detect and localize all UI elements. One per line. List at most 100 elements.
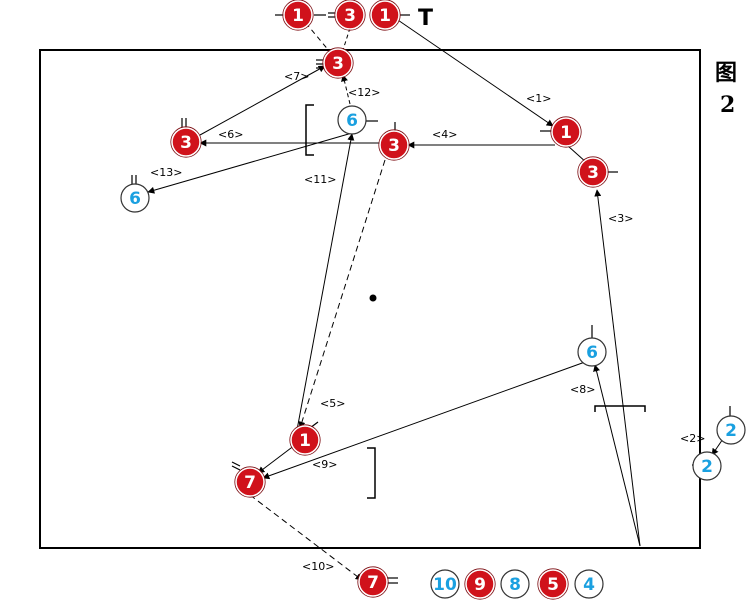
player-number: 5 [547, 575, 559, 595]
player-7-low[interactable]: 7 [234, 466, 266, 498]
step-label-8: <8> [570, 383, 595, 396]
bracket-left [305, 104, 314, 156]
center-spot [369, 294, 377, 302]
player-number: 4 [583, 575, 595, 595]
player-token-ring [537, 568, 569, 600]
player-token-circle [235, 467, 265, 497]
player-number: 3 [332, 54, 344, 74]
player-number: 6 [346, 111, 358, 131]
player-3-left[interactable]: 3 [170, 126, 202, 158]
player-3-right[interactable]: 3 [577, 156, 609, 188]
bench-player-8[interactable]: 8 [500, 569, 530, 599]
player-1-low[interactable]: 1 [289, 424, 321, 456]
player-3-a[interactable]: 3 [322, 47, 354, 79]
bracket-flat [594, 405, 646, 412]
player-3-top[interactable]: 3 [334, 0, 366, 31]
bench-player-9[interactable]: 9 [464, 568, 496, 600]
player-number: 7 [367, 573, 379, 593]
player-token-circle [716, 415, 746, 445]
player-ticks [131, 12, 731, 584]
player-number: 1 [292, 6, 304, 26]
player-6-blue-top[interactable]: 6 [337, 105, 367, 135]
player-number: 9 [474, 575, 486, 595]
player-token-ring [550, 116, 582, 148]
player-token-circle [578, 157, 608, 187]
move-5 [298, 159, 386, 429]
player-token-circle [538, 569, 568, 599]
player-token-circle [551, 117, 581, 147]
player-7-bottom[interactable]: 7 [357, 566, 389, 598]
player-token-ring [369, 0, 401, 31]
move-9 [262, 361, 586, 480]
player-number: 3 [344, 6, 356, 26]
move-8 [593, 364, 641, 547]
player-number: 3 [388, 136, 400, 156]
player-token-circle [283, 0, 313, 30]
move-1 [391, 15, 554, 127]
player-number: 3 [180, 133, 192, 153]
player-token-circle [290, 425, 320, 455]
player-token-circle [430, 569, 460, 599]
step-label-7: <7> [284, 70, 309, 83]
move-1-7 [257, 444, 296, 474]
player-token-ring [322, 47, 354, 79]
move-top-dashed-b [342, 27, 351, 51]
player-number: 6 [586, 343, 598, 363]
bench-player-10[interactable]: 10 [430, 569, 460, 599]
bench-player-5[interactable]: 5 [537, 568, 569, 600]
player-token-circle [370, 0, 400, 30]
player-token-ring [289, 424, 321, 456]
player-token-circle [337, 105, 367, 135]
player-token-circle [323, 48, 353, 78]
top-t-mark: T [418, 6, 433, 31]
player-token-circle [171, 127, 201, 157]
court-boundary [39, 49, 701, 549]
player-3-mid[interactable]: 3 [378, 129, 410, 161]
figure-number: 2 [720, 92, 735, 118]
step-label-5: <5> [320, 397, 345, 410]
step-label-13: <13> [150, 166, 182, 179]
player-token-circle [500, 569, 530, 599]
step-label-10: <10> [302, 560, 334, 573]
player-token-circle [574, 569, 604, 599]
move-3 [594, 189, 641, 547]
player-number: 1 [299, 431, 311, 451]
move-7 [199, 65, 326, 136]
player-number: 2 [701, 457, 713, 477]
player-token-ring [170, 126, 202, 158]
step-label-11: <11> [304, 173, 336, 186]
bracket-right [367, 447, 376, 499]
player-number: 2 [725, 421, 737, 441]
player-token-ring [464, 568, 496, 600]
player-1-right[interactable]: 1 [550, 116, 582, 148]
player-token-ring [234, 466, 266, 498]
player-token-circle [358, 567, 388, 597]
player-number: 1 [379, 6, 391, 26]
player-token-circle [465, 569, 495, 599]
move-10 [249, 494, 363, 581]
player-token-ring [357, 566, 389, 598]
player-token-ring [378, 129, 410, 161]
step-label-12: <12> [348, 86, 380, 99]
player-number: 8 [509, 575, 521, 595]
player-6-blue-right[interactable]: 6 [577, 337, 607, 367]
player-token-ring [334, 0, 366, 31]
player-token-ring [577, 156, 609, 188]
step-label-3: <3> [608, 212, 633, 225]
bench-player-4[interactable]: 4 [574, 569, 604, 599]
player-number: 7 [244, 473, 256, 493]
player-token-circle [577, 337, 607, 367]
player-token-ring [282, 0, 314, 31]
player-6-blue-left[interactable]: 6 [120, 183, 150, 213]
step-label-9: <9> [312, 458, 337, 471]
player-1-top-b[interactable]: 1 [369, 0, 401, 31]
player-2-blue-a[interactable]: 2 [716, 415, 746, 445]
player-token-circle [692, 451, 722, 481]
player-number: 10 [433, 575, 457, 595]
player-2-blue-b[interactable]: 2 [692, 451, 722, 481]
player-token-circle [120, 183, 150, 213]
player-1-top[interactable]: 1 [282, 0, 314, 31]
figure-char: 图 [715, 60, 737, 86]
step-label-6: <6> [218, 128, 243, 141]
